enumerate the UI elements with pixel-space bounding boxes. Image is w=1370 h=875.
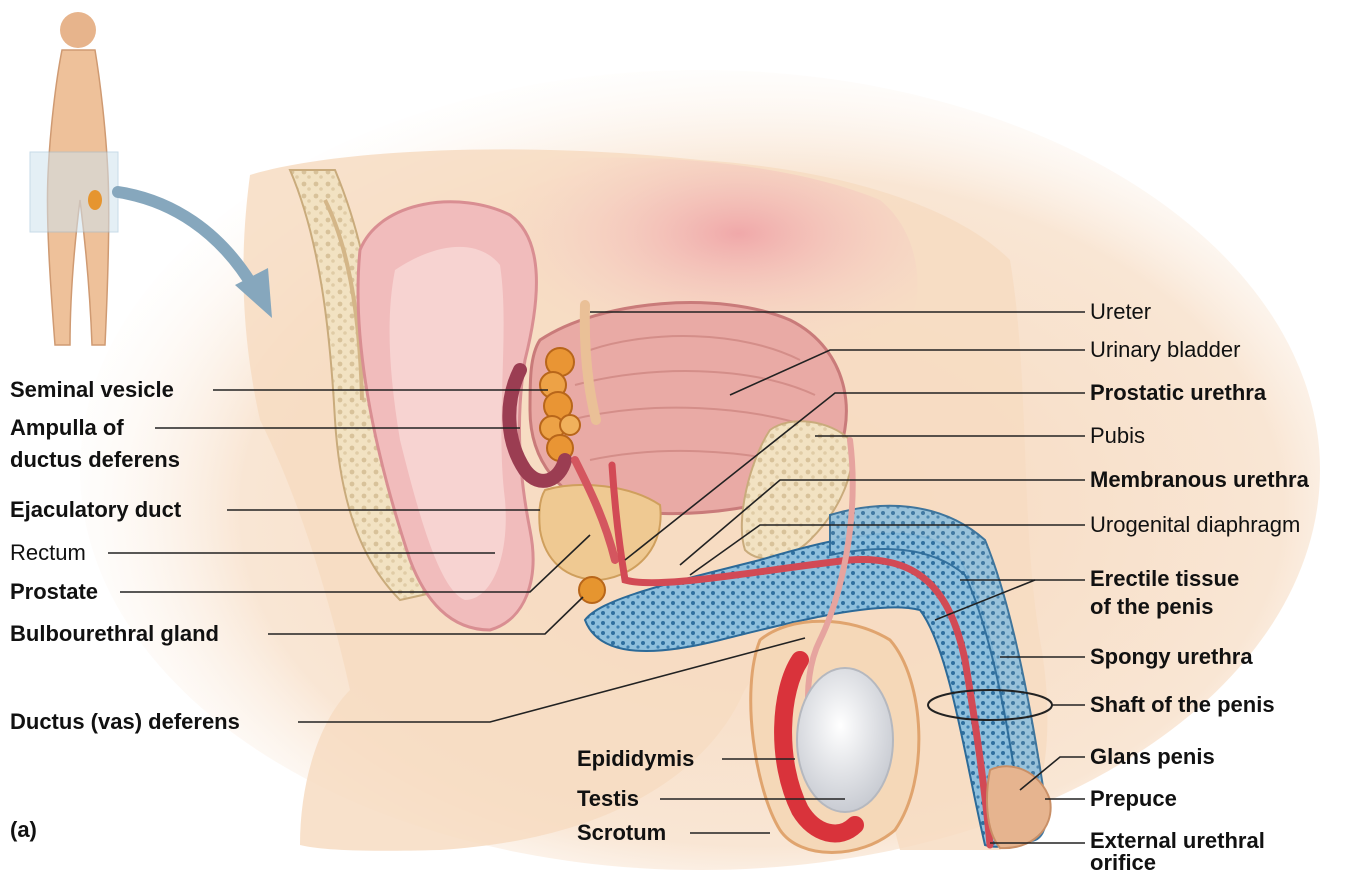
label-ampulla-line2: ductus deferens [10, 448, 180, 472]
label-urogenital-diaphragm: Urogenital diaphragm [1090, 513, 1300, 537]
label-glans: Glans penis [1090, 745, 1215, 769]
label-epididymis: Epididymis [577, 747, 694, 771]
label-pubis: Pubis [1090, 424, 1145, 448]
label-erectile-line1: Erectile tissue [1090, 567, 1239, 591]
label-urinary-bladder: Urinary bladder [1090, 338, 1240, 362]
label-ejaculatory-duct: Ejaculatory duct [10, 498, 181, 522]
label-scrotum: Scrotum [577, 821, 666, 845]
bulbourethral-gland [579, 577, 605, 603]
label-shaft: Shaft of the penis [1090, 693, 1275, 717]
label-spongy-urethra: Spongy urethra [1090, 645, 1253, 669]
label-testis: Testis [577, 787, 639, 811]
label-prostatic-urethra: Prostatic urethra [1090, 381, 1266, 405]
label-prostate: Prostate [10, 580, 98, 604]
label-external-line2: orifice [1090, 851, 1156, 875]
label-ureter: Ureter [1090, 300, 1151, 324]
label-bulbourethral-gland: Bulbourethral gland [10, 622, 219, 646]
label-ampulla-line1: Ampulla of [10, 416, 124, 440]
label-seminal-vesicle: Seminal vesicle [10, 378, 174, 402]
testis [797, 668, 893, 812]
panel-letter: (a) [10, 818, 37, 842]
label-prepuce: Prepuce [1090, 787, 1177, 811]
label-membranous-urethra: Membranous urethra [1090, 468, 1309, 492]
label-rectum: Rectum [10, 541, 86, 565]
label-ductus-deferens: Ductus (vas) deferens [10, 710, 240, 734]
figure-inset [30, 12, 118, 345]
label-erectile-line2: of the penis [1090, 595, 1213, 619]
